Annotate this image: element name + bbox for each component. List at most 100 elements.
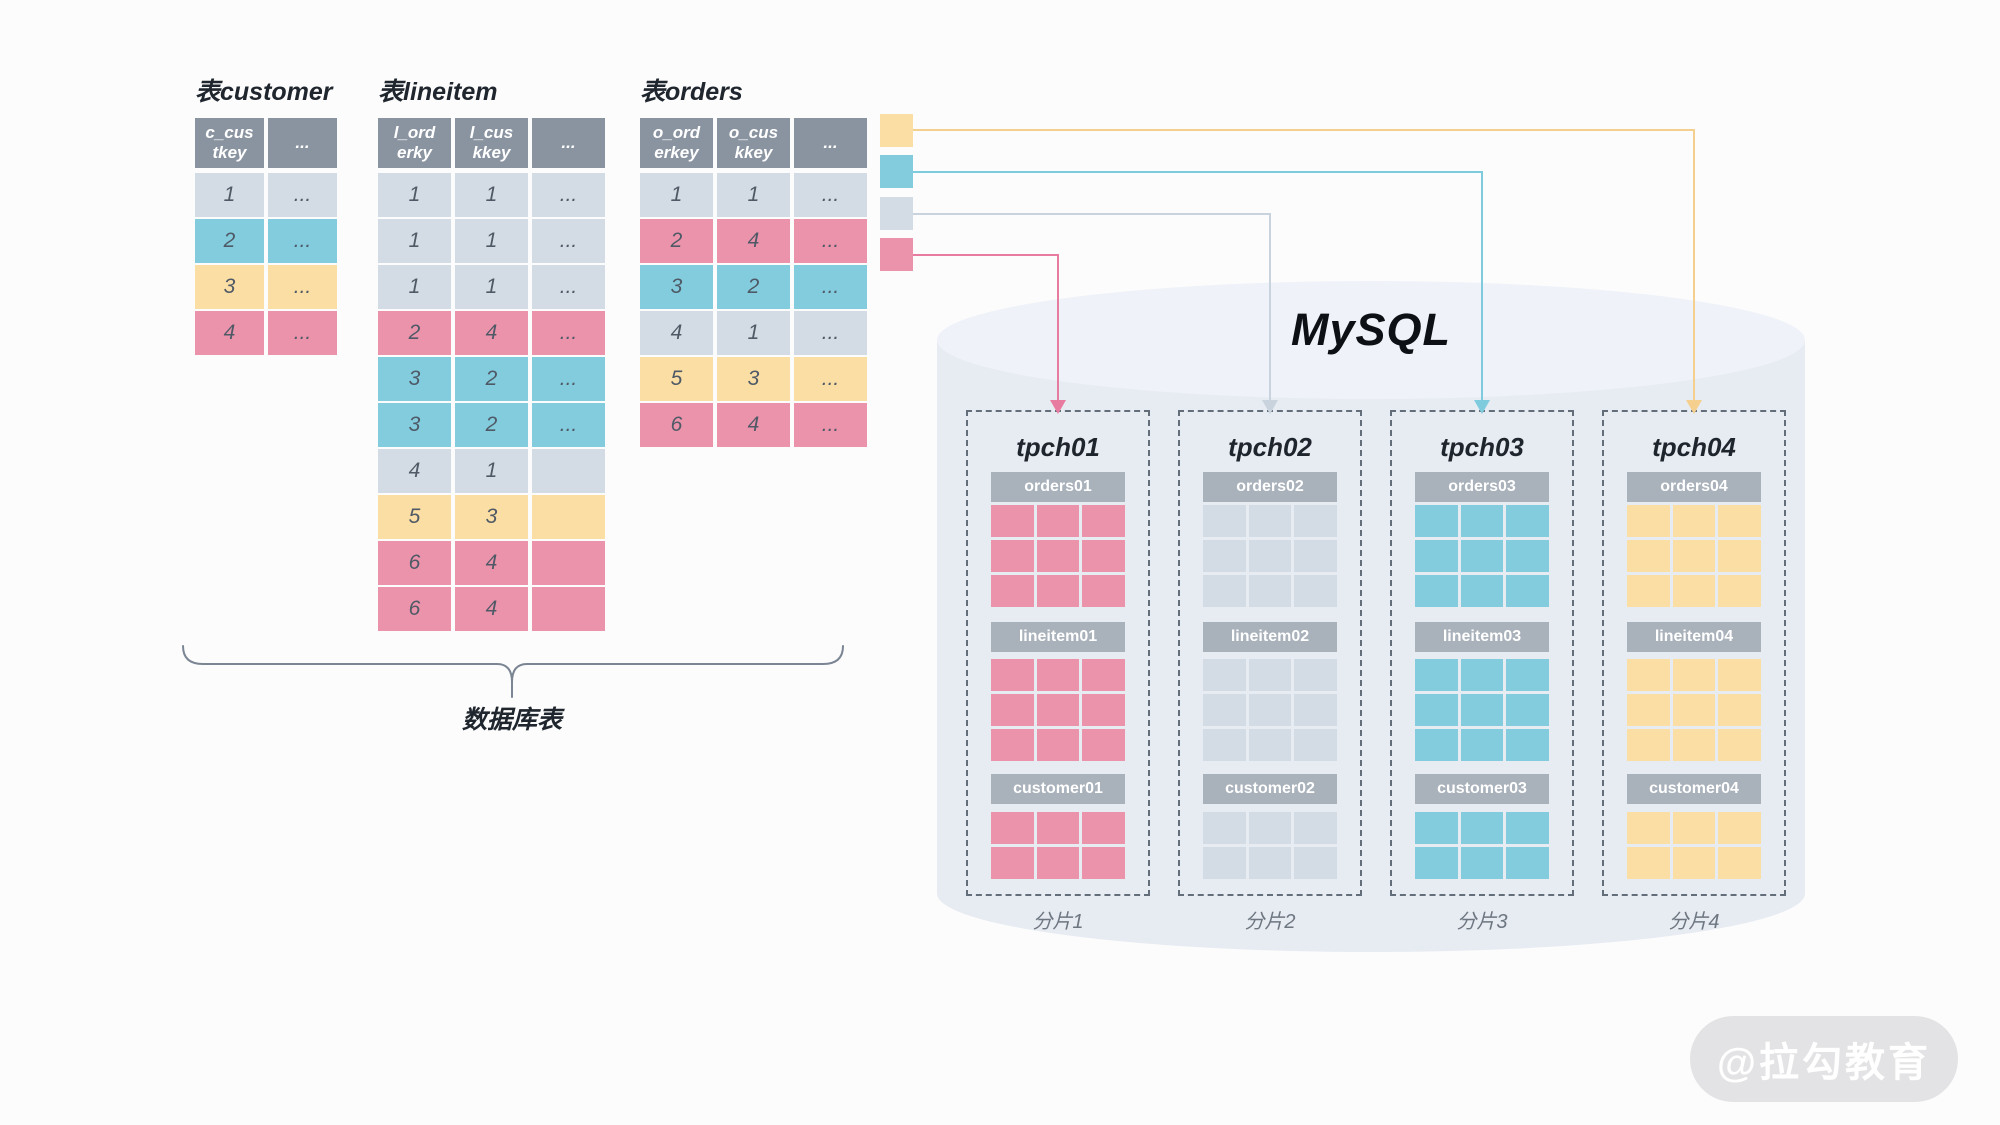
shard-table-grid-customer03 xyxy=(1415,812,1549,879)
table-cell: 3 xyxy=(717,357,790,401)
grid-cell xyxy=(991,505,1034,537)
shard-table-grid-orders03 xyxy=(1415,505,1549,607)
grid-cell xyxy=(1460,540,1504,572)
grid-cell xyxy=(1718,847,1761,879)
shard-table-header-orders02: orders02 xyxy=(1203,472,1337,502)
grid-cell xyxy=(1672,505,1716,537)
table-cell: ... xyxy=(268,311,337,355)
grid-cell xyxy=(1294,575,1337,607)
grid-cell xyxy=(1248,659,1292,691)
grid-cell xyxy=(1506,847,1549,879)
grid-cell xyxy=(1294,812,1337,844)
header-cell: ... xyxy=(268,118,337,168)
table-cell: 6 xyxy=(378,587,451,631)
table-cell: ... xyxy=(532,311,605,355)
shard-table-header-lineitem04: lineitem04 xyxy=(1627,622,1761,652)
grid-cell xyxy=(1248,694,1292,726)
grid-cell xyxy=(1294,847,1337,879)
table-cell: 3 xyxy=(378,403,451,447)
grid-cell xyxy=(991,847,1034,879)
table-cell: ... xyxy=(532,357,605,401)
table-cell: 1 xyxy=(455,219,528,263)
grid-cell xyxy=(1460,847,1504,879)
grid-cell xyxy=(1082,540,1125,572)
table-cell: 4 xyxy=(455,541,528,585)
shard-table-grid-customer04 xyxy=(1627,812,1761,879)
table-cell: ... xyxy=(268,219,337,263)
table-cell: 1 xyxy=(195,173,264,217)
table-cell: 1 xyxy=(455,449,528,493)
grid-cell xyxy=(1672,729,1716,761)
grid-cell xyxy=(1203,575,1246,607)
grid-cell xyxy=(1506,659,1549,691)
table-cell: 4 xyxy=(195,311,264,355)
grid-cell xyxy=(1082,812,1125,844)
grid-cell xyxy=(1415,729,1458,761)
grid-cell xyxy=(991,729,1034,761)
brace-caption: 数据库表 xyxy=(461,706,562,734)
table-cell: 3 xyxy=(455,495,528,539)
table-cell: 2 xyxy=(455,357,528,401)
brace-icon xyxy=(182,645,513,698)
table-title-orders: 表orders xyxy=(640,78,743,106)
table-cell: ... xyxy=(532,265,605,309)
grid-cell xyxy=(1718,575,1761,607)
shard-table-grid-orders02 xyxy=(1203,505,1337,607)
shard-title: tpch03 xyxy=(1440,432,1524,462)
table-cell: 1 xyxy=(717,311,790,355)
grid-cell xyxy=(1627,694,1670,726)
grid-cell xyxy=(1415,694,1458,726)
table-cell: 6 xyxy=(640,403,713,447)
grid-cell xyxy=(1082,694,1125,726)
grid-cell xyxy=(1627,847,1670,879)
grid-cell xyxy=(1460,729,1504,761)
grid-cell xyxy=(1203,812,1246,844)
grid-cell xyxy=(1082,847,1125,879)
grid-cell xyxy=(1506,729,1549,761)
grid-cell xyxy=(1203,659,1246,691)
table-cell: 2 xyxy=(640,219,713,263)
grid-cell xyxy=(1248,847,1292,879)
grid-cell xyxy=(991,659,1034,691)
table-cell: 3 xyxy=(195,265,264,309)
table-cell: 1 xyxy=(378,219,451,263)
grid-cell xyxy=(1718,729,1761,761)
shard-table-header-lineitem02: lineitem02 xyxy=(1203,622,1337,652)
header-cell: c_cus tkey xyxy=(195,118,264,168)
grid-cell xyxy=(1036,847,1080,879)
grid-cell xyxy=(1506,694,1549,726)
header-cell: o_ord erkey xyxy=(640,118,713,168)
table-cell: 4 xyxy=(640,311,713,355)
table-row: 2... xyxy=(195,219,337,263)
grid-cell xyxy=(1627,729,1670,761)
grid-cell xyxy=(1248,812,1292,844)
shard-table-grid-customer02 xyxy=(1203,812,1337,879)
table-cell: 5 xyxy=(378,495,451,539)
grid-cell xyxy=(1248,505,1292,537)
shard-table-header-orders04: orders04 xyxy=(1627,472,1761,502)
grid-cell xyxy=(1718,540,1761,572)
shard-table-header-customer03: customer03 xyxy=(1415,774,1549,804)
grid-cell xyxy=(1415,847,1458,879)
table-title-lineitem: 表lineitem xyxy=(378,78,498,106)
shard-table-grid-customer01 xyxy=(991,812,1125,879)
shard-table-grid-lineitem04 xyxy=(1627,659,1761,761)
grid-cell xyxy=(1036,729,1080,761)
grid-cell xyxy=(1506,575,1549,607)
shard-table-header-customer01: customer01 xyxy=(991,774,1125,804)
shard-table-header-orders01: orders01 xyxy=(991,472,1125,502)
grid-cell xyxy=(1718,659,1761,691)
table-cell xyxy=(532,495,605,539)
shard-table-grid-lineitem01 xyxy=(991,659,1125,761)
